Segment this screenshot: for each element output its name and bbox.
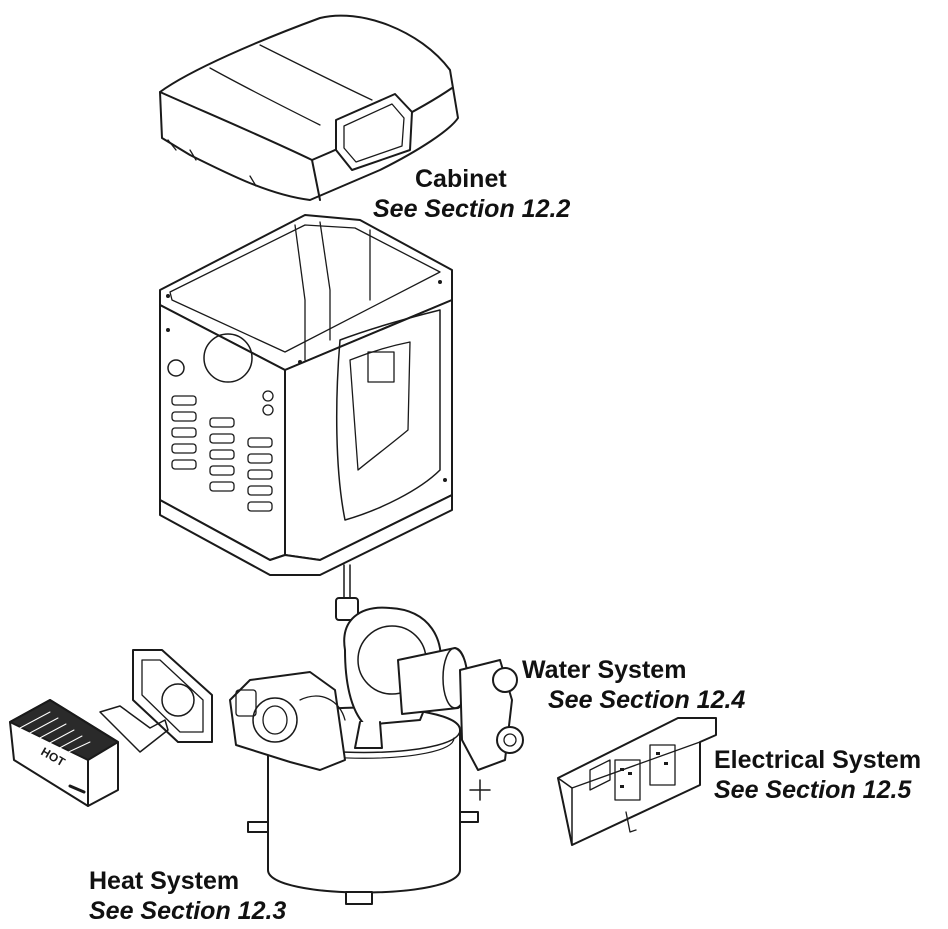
burner-access-plate: [132, 649, 213, 743]
hot-cover-box: [9, 699, 119, 807]
callout-water-name: Water System: [522, 656, 687, 684]
electrical-control-panel: [557, 717, 717, 846]
burner-gasket: [99, 705, 169, 753]
cabinet-top-cover: [159, 14, 459, 201]
callout-electrical-name: Electrical System: [714, 746, 922, 774]
callout-water-ref: See Section 12.4: [548, 686, 746, 714]
callout-electrical-system: Electrical System See Section 12.5: [714, 745, 921, 805]
gas-line-connector: [335, 564, 359, 621]
callout-cabinet: Cabinet See Section 12.2: [373, 164, 570, 224]
callout-electrical-ref: See Section 12.5: [714, 776, 912, 804]
callout-cabinet-ref: See Section 12.2: [373, 195, 571, 223]
callout-heat-system: Heat System See Section 12.3: [89, 866, 286, 926]
callout-water-system: Water System See Section 12.4: [522, 655, 745, 715]
callout-cabinet-name: Cabinet: [415, 165, 507, 193]
callout-heat-name: Heat System: [89, 867, 240, 895]
heat-exchanger-assembly: [229, 606, 524, 905]
callout-heat-ref: See Section 12.3: [89, 897, 287, 925]
cabinet-body: [159, 214, 453, 576]
